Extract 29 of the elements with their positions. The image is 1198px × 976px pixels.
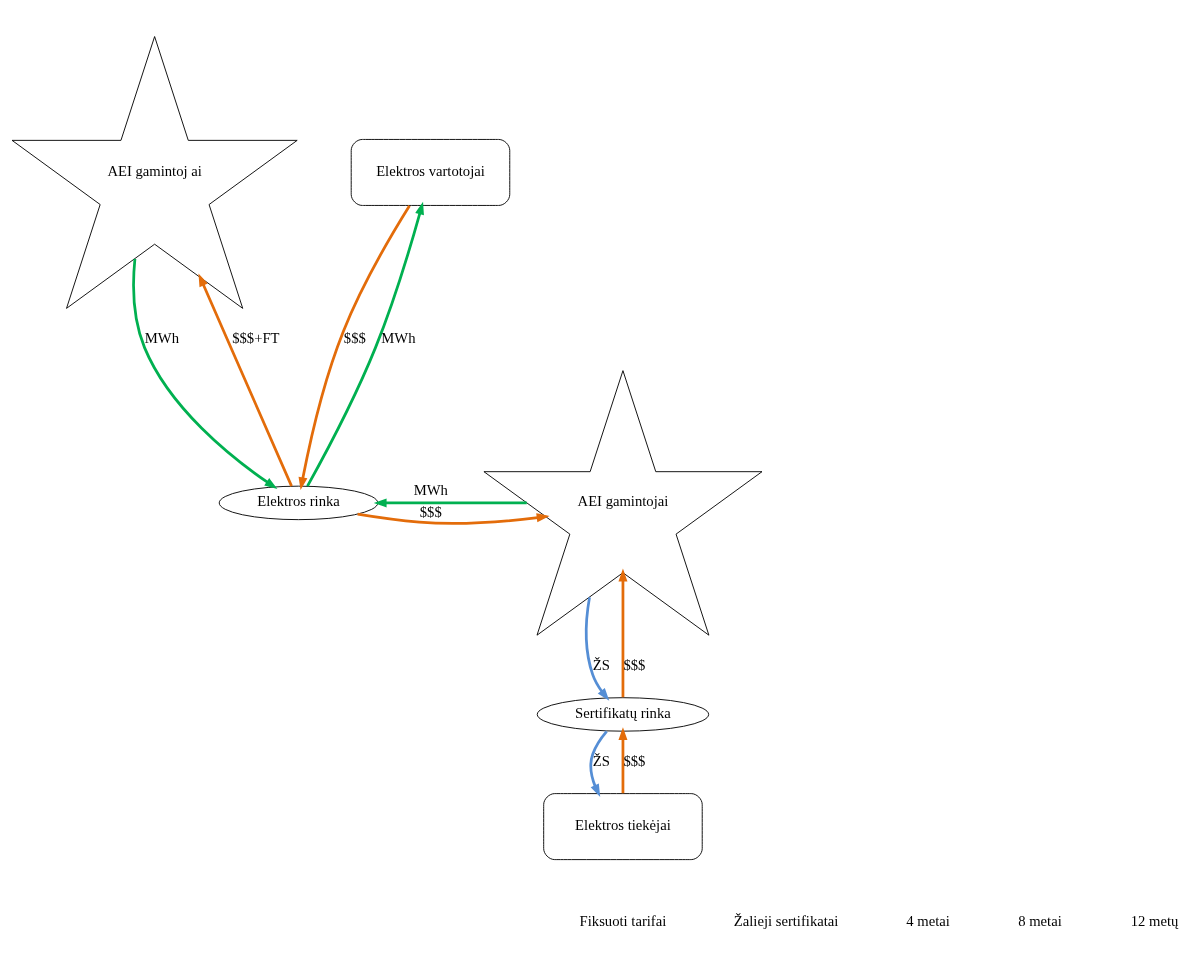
arrow bbox=[589, 730, 608, 798]
node-ellipse: Sertifikatų rinka bbox=[536, 697, 710, 732]
arrow bbox=[373, 498, 527, 508]
edge-label: $$$ bbox=[623, 656, 646, 673]
edge-label: $$$+FT bbox=[232, 329, 280, 346]
edge-label: $$$ bbox=[419, 504, 442, 521]
arrow bbox=[357, 512, 550, 525]
arrow bbox=[132, 258, 278, 490]
node-box: Elektros vartotojai bbox=[350, 139, 511, 206]
arrow bbox=[306, 201, 424, 487]
arrow bbox=[618, 727, 628, 794]
label: 12 metų bbox=[1130, 913, 1179, 930]
arrow bbox=[298, 205, 411, 491]
label: Žalieji sertifikatai bbox=[733, 913, 839, 930]
edge-label: MWh bbox=[413, 482, 448, 499]
label: 4 metai bbox=[906, 913, 950, 930]
arrow bbox=[618, 568, 628, 698]
node-box: Elektros tiekėjai bbox=[543, 793, 703, 861]
arrow bbox=[584, 597, 610, 701]
label: Fiksuoti tarifai bbox=[579, 913, 667, 930]
label: 8 metai bbox=[1018, 913, 1062, 930]
edge-label: $$$ bbox=[343, 329, 366, 346]
edge-label: $$$ bbox=[623, 752, 646, 769]
node-ellipse: Elektros rinka bbox=[218, 485, 379, 521]
arrow bbox=[198, 273, 293, 487]
edge-label: MWh bbox=[144, 329, 180, 346]
edge-label: ŽS bbox=[592, 656, 610, 673]
edge-label: ŽS bbox=[592, 752, 610, 769]
edge-label: MWh bbox=[381, 329, 416, 346]
